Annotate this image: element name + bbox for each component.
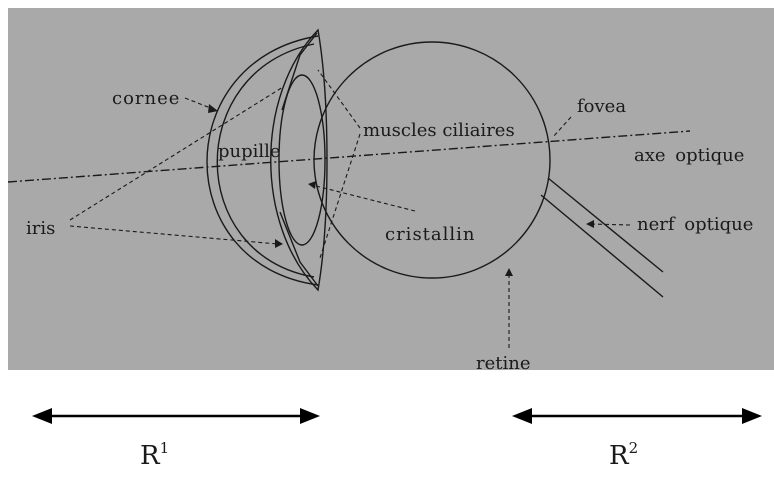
label-fovea: fovea	[577, 96, 626, 117]
double-arrow-r2	[512, 408, 762, 424]
label-r1: R1	[140, 439, 169, 471]
label-retine: retine	[476, 353, 531, 374]
label-nerf-optique: nerf optique	[637, 214, 753, 235]
label-cristallin: cristallin	[385, 224, 476, 245]
label-muscles-ciliaires: muscles ciliaires	[363, 120, 515, 141]
label-r2-base: R	[609, 441, 630, 471]
label-iris: iris	[26, 218, 55, 239]
diagram-background	[8, 8, 774, 370]
label-r2-sup: 2	[629, 439, 639, 457]
label-cornee: cornee	[112, 88, 180, 109]
label-pupille: pupille	[218, 141, 281, 162]
double-arrow-r1	[32, 408, 320, 424]
label-axe-optique: axe optique	[634, 145, 744, 166]
label-r1-base: R	[140, 441, 161, 471]
label-r1-sup: 1	[160, 439, 170, 457]
label-r2: R2	[609, 439, 638, 471]
